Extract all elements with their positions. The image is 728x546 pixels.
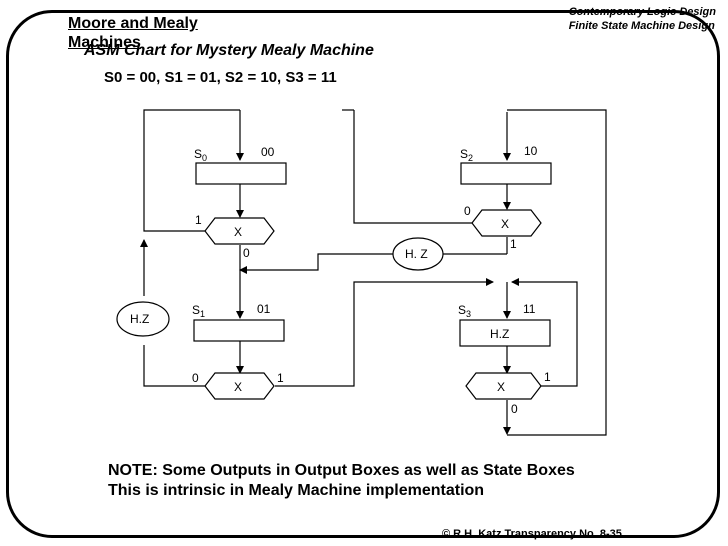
slide-frame xyxy=(6,10,720,538)
d1-false-label: 0 xyxy=(192,371,199,385)
cond-output-left-oval xyxy=(116,301,170,337)
loop-d3-false-to-s2 xyxy=(507,109,607,436)
d0-true-label: 1 xyxy=(195,213,202,227)
decision-d2 xyxy=(471,209,542,237)
s1-name: S1 xyxy=(192,303,205,319)
course-header: Contemporary Logic Design Finite State M… xyxy=(569,5,716,33)
d0-var: X xyxy=(234,225,242,239)
d0-false-label: 0 xyxy=(243,246,250,260)
decision-d3 xyxy=(465,372,542,400)
s0-name: S0 xyxy=(194,147,207,163)
s0-code: 00 xyxy=(261,145,275,159)
d3-true-label: 1 xyxy=(544,370,551,384)
slide-title: Moore and Mealy Machines xyxy=(68,14,198,52)
cond-output-left: H.Z xyxy=(130,312,149,326)
s2-name: S2 xyxy=(460,147,473,163)
note-line1: NOTE: Some Outputs in Output Boxes as we… xyxy=(108,462,575,479)
slide-title-line1: Moore and Mealy xyxy=(68,15,198,32)
d1-true-label: 1 xyxy=(277,371,284,385)
course-header-line2: Finite State Machine Design xyxy=(568,20,715,32)
slide-title-line2: Machines xyxy=(68,34,141,51)
d1-var: X xyxy=(234,380,242,394)
note: NOTE: Some Outputs in Output Boxes as we… xyxy=(108,461,575,501)
decision-d1 xyxy=(204,372,275,400)
cond-output-mid: H. Z xyxy=(405,247,428,261)
decision-d0 xyxy=(204,217,275,245)
state-box-s1 xyxy=(193,319,285,342)
d2-false-label: 0 xyxy=(464,204,471,218)
path-d1-false xyxy=(143,345,205,387)
s2-code: 10 xyxy=(524,144,538,158)
chart-subtitle: ASM Chart for Mystery Mealy Machine xyxy=(84,42,374,59)
s3-name: S3 xyxy=(458,303,471,319)
s3-output: H.Z xyxy=(490,327,509,341)
state-box-s3 xyxy=(459,319,551,347)
s1-code: 01 xyxy=(257,302,271,316)
loop-d0-true-to-s0 xyxy=(143,109,240,232)
copyright: © R.H. Katz Transparency No. 8-35 xyxy=(442,528,622,540)
path-hz-to-s1 xyxy=(239,253,393,274)
note-line2: This is intrinsic in Mealy Machine imple… xyxy=(108,482,485,499)
d3-false-label: 0 xyxy=(511,402,518,416)
state-box-s2 xyxy=(460,162,552,185)
course-header-line1: Contemporary Logic Design xyxy=(568,6,716,18)
d2-var: X xyxy=(501,217,509,231)
d3-var: X xyxy=(497,380,505,394)
path-d2-false xyxy=(353,110,472,224)
s3-code: 11 xyxy=(523,302,536,316)
d2-true-label: 1 xyxy=(510,237,517,251)
state-box-s0 xyxy=(195,162,287,185)
path-d3-true xyxy=(511,278,578,387)
path-d1-true xyxy=(275,278,494,387)
state-encoding: S0 = 00, S1 = 01, S2 = 10, S3 = 11 xyxy=(104,69,337,86)
cond-output-mid-oval xyxy=(392,237,444,271)
